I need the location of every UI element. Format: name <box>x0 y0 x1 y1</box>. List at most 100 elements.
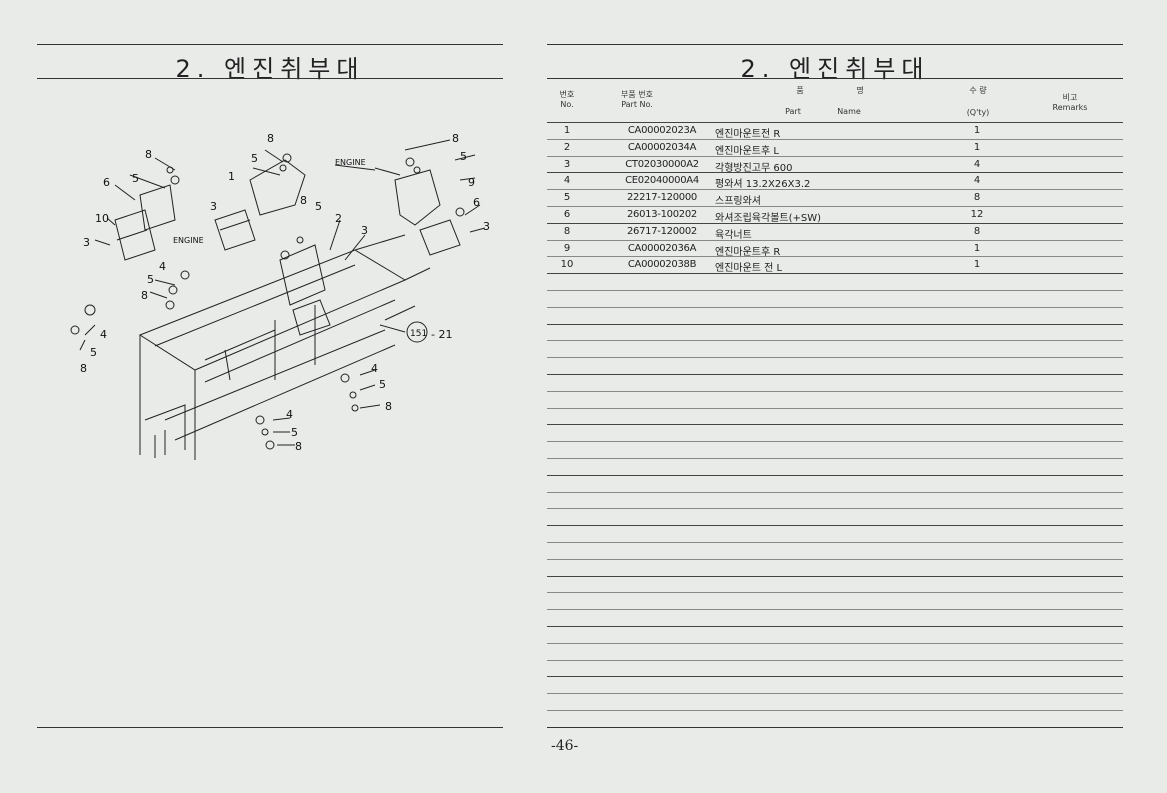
table-rule <box>547 458 1123 459</box>
callout-6: 6 <box>103 176 110 189</box>
row-part-no: 26717-120002 <box>627 225 697 237</box>
table-rule <box>547 273 1123 274</box>
left-footer-rule <box>37 727 503 728</box>
engine-mount-exploded-diagram: 8 5 1 8 5 6 10 3 3 8 5 2 3 8 5 9 6 3 4 5… <box>70 132 490 460</box>
table-rule <box>547 525 1123 526</box>
callout-6: 6 <box>473 196 480 209</box>
table-rule <box>547 676 1123 677</box>
row-part-name: 스프링와셔 <box>715 196 761 208</box>
row-qty: 1 <box>973 125 981 136</box>
row-part-no: CE02040000A4 <box>625 175 699 187</box>
table-rule <box>547 542 1123 543</box>
row-no: 6 <box>563 209 571 220</box>
header-no-kr: 번호 <box>559 90 575 99</box>
callout-4: 4 <box>159 260 166 273</box>
row-no: 1 <box>563 125 571 136</box>
callout-5: 5 <box>90 346 97 359</box>
callout-8: 8 <box>141 289 148 302</box>
table-rule <box>547 609 1123 610</box>
header-remarks: 비고 Remarks <box>1040 93 1100 113</box>
row-qty: 1 <box>973 242 981 254</box>
row-qty: 8 <box>973 225 981 237</box>
row-part-no: CA00002038B <box>627 259 697 271</box>
header-qty-en: (Q'ty) <box>966 108 990 117</box>
table-rule <box>547 223 1123 224</box>
callout-5: 5 <box>147 273 154 286</box>
callout-2: 2 <box>335 212 342 225</box>
callout-5: 5 <box>379 378 386 391</box>
row-no: 2 <box>563 141 571 153</box>
row-part-name: 엔진마운트 전 L <box>715 263 783 275</box>
row-part-name: 평와셔 13.2X26X3.2 <box>715 179 811 191</box>
table-rule <box>547 340 1123 341</box>
row-part-name: 엔진마운트전 R <box>715 129 781 140</box>
callout-5: 5 <box>460 150 467 163</box>
callout-3: 3 <box>483 220 490 233</box>
table-rule <box>547 592 1123 593</box>
callout-5: 5 <box>251 152 258 165</box>
callout-3: 3 <box>210 200 217 213</box>
callout-5: 5 <box>315 200 322 213</box>
row-part-no: 22217-120000 <box>627 192 697 204</box>
right-footer-rule <box>547 727 1123 728</box>
callout-8: 8 <box>452 132 459 145</box>
row-part-name: 육각너트 <box>715 229 752 241</box>
table-rule <box>547 374 1123 375</box>
row-qty: 4 <box>973 158 981 170</box>
table-rule <box>547 492 1123 493</box>
header-part-no-en: Part No. <box>621 100 653 109</box>
callout-151: 151 <box>410 329 427 339</box>
callout-1: 1 <box>228 170 235 183</box>
table-rule <box>547 693 1123 694</box>
table-rule <box>547 391 1123 392</box>
row-part-no: CA00002036A <box>627 242 697 254</box>
callout-8: 8 <box>267 132 274 145</box>
table-rule <box>547 660 1123 661</box>
table-row: 6 26013-100202 와셔조립육각볼트(+SW) 12 <box>547 206 1122 224</box>
table-rule <box>547 256 1123 257</box>
table-rule <box>547 357 1123 358</box>
row-part-name: 각형방진고무 600 <box>715 162 793 174</box>
row-no: 5 <box>563 192 571 204</box>
callout-8: 8 <box>295 440 302 453</box>
row-qty: 4 <box>973 175 981 187</box>
left-title-rule-top <box>37 44 503 45</box>
table-rule <box>547 206 1123 207</box>
row-qty: 12 <box>970 209 984 220</box>
table-rule <box>547 475 1123 476</box>
callout-3: 3 <box>361 224 368 237</box>
row-no: 9 <box>563 242 571 254</box>
table-row: 8 26717-120002 육각너트 8 <box>547 223 1122 241</box>
page-number: -46- <box>551 738 579 754</box>
header-remarks-kr: 비고 <box>1062 93 1078 102</box>
table-rule <box>547 626 1123 627</box>
table-rule <box>547 559 1123 560</box>
row-no: 8 <box>563 225 571 237</box>
callout-8: 8 <box>300 194 307 207</box>
header-qty-kr: 수 량 <box>969 86 987 95</box>
header-part-no-kr: 부품 번호 <box>621 90 653 99</box>
row-part-name: 와셔조립육각볼트(+SW) <box>715 213 822 224</box>
row-no: 10 <box>560 259 574 271</box>
header-no: 번호 No. <box>547 90 587 110</box>
table-rule <box>547 189 1123 190</box>
header-name-en-2: Name <box>837 107 861 116</box>
right-title-rule-top <box>547 44 1123 45</box>
right-title-rule-bottom <box>547 78 1123 79</box>
header-name-kr-2: 명 <box>856 86 864 95</box>
row-part-no: CA00002034A <box>627 141 697 153</box>
header-remarks-en: Remarks <box>1052 103 1088 112</box>
callout-5: 5 <box>132 172 139 185</box>
row-part-no: CT02030000A2 <box>625 158 699 170</box>
header-name-en-1: Part <box>785 107 801 116</box>
callout-8: 8 <box>145 148 152 161</box>
table-rule <box>547 240 1123 241</box>
callout-9: 9 <box>468 176 475 189</box>
row-part-no: 26013-100202 <box>627 209 697 220</box>
table-rule <box>547 408 1123 409</box>
callout-4: 4 <box>100 328 107 341</box>
